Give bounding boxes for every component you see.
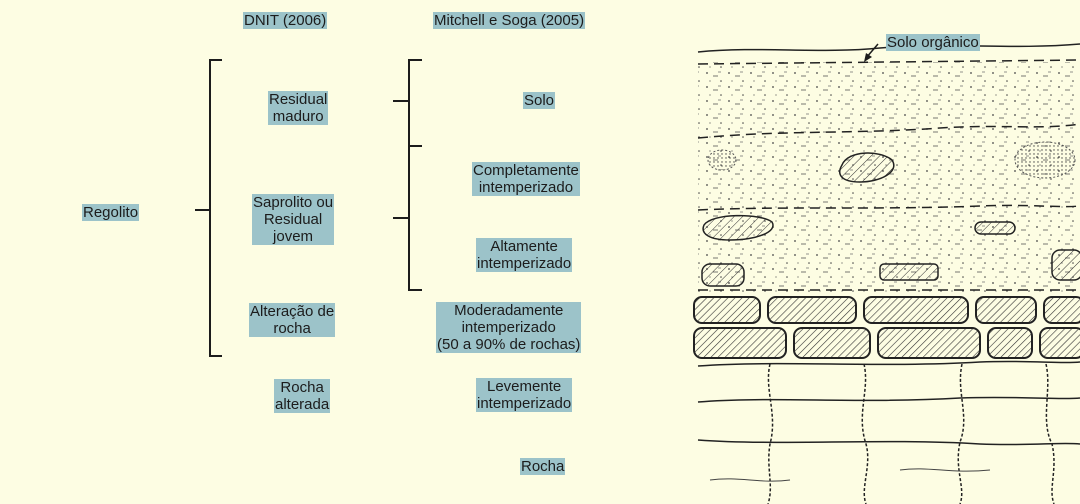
mitchell-class-solo: Solo — [523, 92, 555, 109]
mitchell-header: Mitchell e Soga (2005) — [433, 12, 585, 29]
mitchell-class-rocha: Rocha — [520, 458, 565, 475]
dnit-header: DNIT (2006) — [243, 12, 327, 29]
solo-organico-callout: Solo orgânico — [886, 34, 980, 51]
regolito-label: Regolito — [82, 204, 139, 221]
